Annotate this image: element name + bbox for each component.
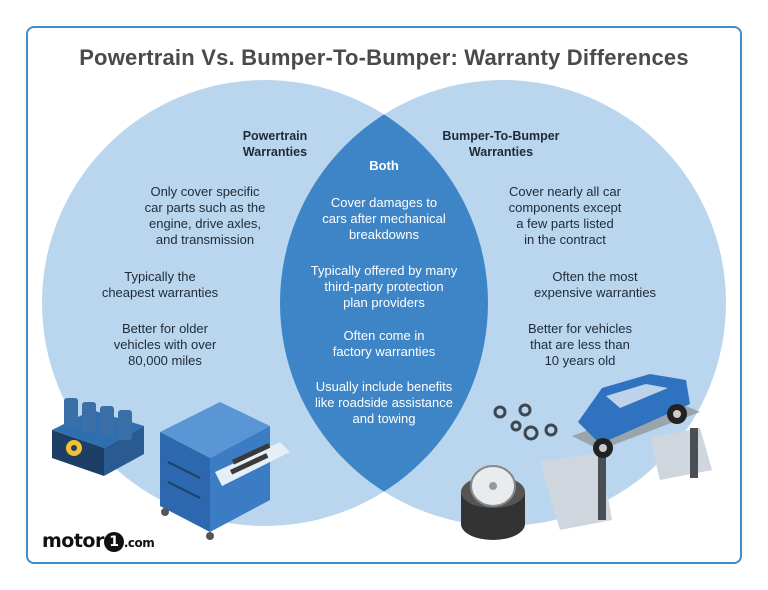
- text-line: 10 years old: [544, 353, 616, 368]
- both-item-1: Cover damages to cars after mechanical b…: [294, 195, 474, 243]
- text-line: that are less than: [530, 337, 630, 352]
- bumper-heading-line2: Warranties: [468, 145, 534, 159]
- text-line: car parts such as the: [144, 200, 266, 215]
- text-line: Usually include benefits: [315, 379, 453, 394]
- text-line: Better for older: [122, 321, 208, 336]
- text-line: cars after mechanical: [322, 211, 446, 226]
- text-line: Cover damages to: [330, 195, 438, 210]
- overlap-region: [280, 80, 488, 526]
- powertrain-heading-line1: Powertrain: [242, 129, 308, 143]
- both-heading: Both: [369, 158, 399, 173]
- both-item-4: Usually include benefits like roadside a…: [289, 379, 479, 427]
- text-line: a few parts listed: [516, 216, 614, 231]
- bumper-item-2: Often the most expensive warranties: [510, 269, 680, 301]
- logo-domain: .com: [123, 536, 155, 550]
- both-item-3: Often come in factory warranties: [299, 328, 469, 360]
- text-line: Typically the: [124, 269, 196, 284]
- text-line: expensive warranties: [533, 285, 657, 300]
- text-line: Cover nearly all car: [509, 184, 621, 199]
- both-item-2: Typically offered by many third-party pr…: [289, 263, 479, 311]
- text-line: Only cover specific: [150, 184, 260, 199]
- text-line: Better for vehicles: [527, 321, 633, 336]
- powertrain-heading-line2: Warranties: [242, 145, 308, 159]
- text-line: breakdowns: [348, 227, 420, 242]
- powertrain-item-1: Only cover specific car parts such as th…: [115, 184, 295, 248]
- logo-one-badge: 1: [103, 532, 124, 552]
- text-line: Typically offered by many: [310, 263, 458, 278]
- text-line: plan providers: [343, 295, 425, 310]
- tire-icon: [461, 465, 525, 540]
- page-title: Powertrain Vs. Bumper-To-Bumper: Warrant…: [79, 45, 689, 70]
- text-line: and towing: [352, 411, 416, 426]
- text-line: in the contract: [524, 232, 606, 247]
- bumper-heading: Bumper-To-Bumper Warranties: [426, 128, 576, 160]
- text-line: Often come in: [343, 328, 425, 343]
- text-line: cheapest warranties: [101, 285, 219, 300]
- text-line: components except: [508, 200, 622, 215]
- gears-icon: [493, 403, 558, 441]
- powertrain-item-2: Typically the cheapest warranties: [90, 269, 230, 301]
- powertrain-item-3: Better for older vehicles with over 80,0…: [95, 321, 235, 369]
- logo-text: motor: [42, 530, 104, 552]
- text-line: and transmission: [155, 232, 255, 247]
- bumper-heading-line1: Bumper-To-Bumper: [442, 129, 560, 143]
- text-line: like roadside assistance: [314, 395, 454, 410]
- bumper-item-3: Better for vehicles that are less than 1…: [500, 321, 660, 369]
- text-line: third-party protection: [324, 279, 444, 294]
- text-line: 80,000 miles: [128, 353, 202, 368]
- tool-chest-icon: [160, 402, 290, 540]
- text-line: Often the most: [552, 269, 638, 284]
- text-line: engine, drive axles,: [148, 216, 261, 231]
- engine-icon: [52, 398, 144, 476]
- powertrain-heading: Powertrain Warranties: [215, 128, 335, 160]
- bumper-item-1: Cover nearly all car components except a…: [480, 184, 650, 248]
- car-on-lift-icon: [540, 374, 712, 530]
- text-line: vehicles with over: [113, 337, 217, 352]
- text-line: factory warranties: [332, 344, 436, 359]
